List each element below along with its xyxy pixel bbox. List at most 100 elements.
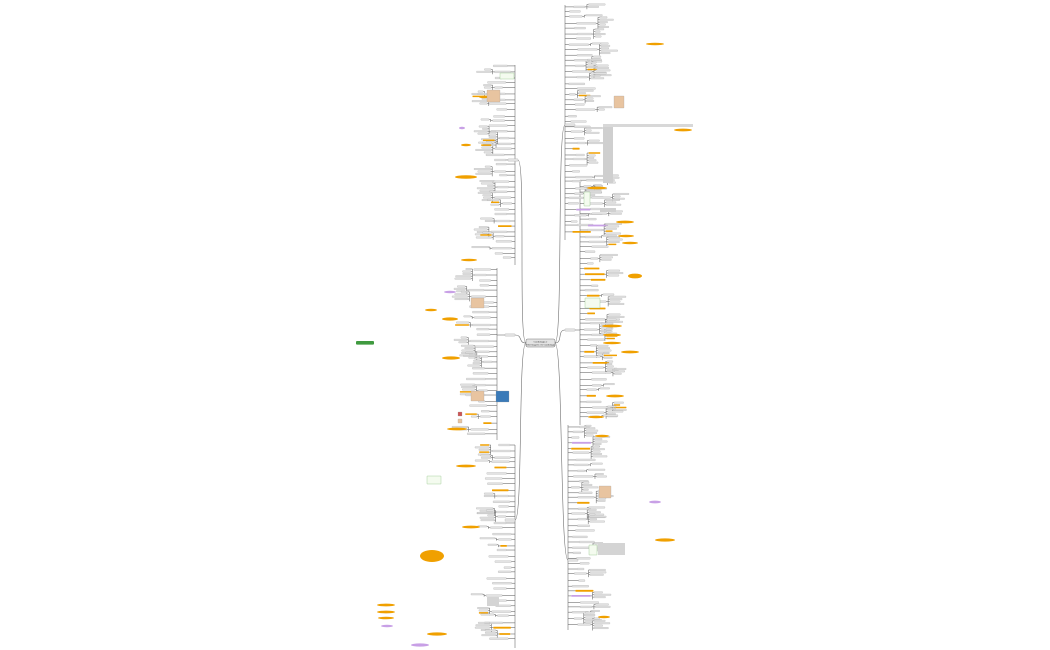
subtopic-node[interactable] bbox=[587, 228, 603, 232]
child-node[interactable] bbox=[603, 414, 619, 417]
child-node[interactable] bbox=[478, 609, 489, 612]
highlight-topic-orange[interactable] bbox=[478, 612, 489, 614]
subtopic-node[interactable] bbox=[586, 179, 606, 182]
highlight-topic-purple[interactable] bbox=[444, 290, 456, 294]
child-node[interactable] bbox=[605, 199, 620, 201]
child-node[interactable] bbox=[480, 217, 493, 220]
child-node[interactable] bbox=[481, 146, 492, 149]
highlight-topic-orange[interactable] bbox=[425, 308, 437, 312]
highlight-topic-orange[interactable] bbox=[590, 278, 606, 281]
subtopic-node[interactable] bbox=[466, 377, 486, 381]
child-node[interactable] bbox=[594, 438, 603, 441]
subtopic-node[interactable] bbox=[580, 605, 593, 608]
subtopic-node[interactable] bbox=[590, 344, 598, 347]
child-node[interactable] bbox=[585, 611, 595, 614]
subtopic-node[interactable] bbox=[570, 130, 583, 133]
subtopic-node[interactable] bbox=[591, 371, 612, 374]
child-node[interactable] bbox=[588, 139, 600, 142]
subtopic-node[interactable] bbox=[583, 355, 601, 358]
subtopic-node[interactable] bbox=[577, 524, 590, 527]
child-node[interactable] bbox=[596, 475, 607, 478]
subtopic-node[interactable] bbox=[576, 22, 597, 25]
subtopic-node[interactable] bbox=[467, 432, 486, 435]
subtopic-node[interactable] bbox=[492, 582, 512, 585]
child-node[interactable] bbox=[465, 268, 472, 270]
subtopic-node[interactable] bbox=[493, 115, 505, 118]
highlight-topic-orange[interactable] bbox=[603, 333, 621, 337]
child-node[interactable] bbox=[606, 360, 614, 363]
child-node[interactable] bbox=[600, 322, 614, 325]
child-node[interactable] bbox=[486, 509, 495, 512]
child-node[interactable] bbox=[487, 514, 495, 517]
subtopic-node[interactable] bbox=[574, 214, 587, 217]
child-node[interactable] bbox=[608, 313, 621, 316]
highlight-topic-orange[interactable] bbox=[461, 258, 477, 262]
highlight-topic-orange[interactable] bbox=[378, 616, 394, 620]
subtopic-node[interactable] bbox=[494, 170, 506, 173]
child-node[interactable] bbox=[597, 344, 609, 347]
subtopic-node[interactable] bbox=[498, 505, 509, 508]
child-node[interactable] bbox=[595, 35, 602, 38]
subtopic-node[interactable] bbox=[476, 328, 490, 331]
subtopic-node[interactable] bbox=[493, 587, 507, 590]
child-node[interactable] bbox=[585, 429, 599, 432]
child-node[interactable] bbox=[482, 231, 492, 234]
subtopic-node[interactable] bbox=[577, 496, 595, 499]
subtopic-node[interactable] bbox=[502, 256, 512, 259]
subtopic-node[interactable] bbox=[567, 202, 579, 205]
child-node[interactable] bbox=[487, 543, 497, 546]
highlight-topic-orange[interactable] bbox=[483, 422, 492, 424]
floating-topic[interactable] bbox=[356, 341, 374, 345]
highlight-topic-orange[interactable] bbox=[622, 241, 638, 245]
subtopic-node[interactable] bbox=[486, 472, 507, 475]
child-node[interactable] bbox=[588, 159, 597, 162]
subtopic-node[interactable] bbox=[494, 158, 507, 162]
highlight-topic-orange[interactable] bbox=[577, 501, 590, 504]
child-node[interactable] bbox=[614, 372, 622, 375]
note-box[interactable] bbox=[588, 544, 598, 556]
child-node[interactable] bbox=[462, 388, 475, 391]
child-node[interactable] bbox=[601, 254, 618, 256]
child-node[interactable] bbox=[482, 127, 488, 130]
child-node[interactable] bbox=[483, 151, 492, 154]
child-node[interactable] bbox=[606, 365, 614, 368]
child-node[interactable] bbox=[588, 3, 606, 6]
subtopic-node[interactable] bbox=[571, 436, 580, 439]
highlight-topic-orange[interactable] bbox=[493, 626, 511, 629]
subtopic-node[interactable] bbox=[577, 87, 596, 90]
child-node[interactable] bbox=[583, 481, 590, 484]
child-node[interactable] bbox=[454, 277, 472, 280]
child-node[interactable] bbox=[465, 351, 476, 354]
note-box[interactable] bbox=[426, 475, 442, 485]
highlight-topic-orange[interactable] bbox=[481, 144, 492, 146]
child-node[interactable] bbox=[600, 44, 611, 47]
child-node[interactable] bbox=[477, 132, 488, 135]
child-node[interactable] bbox=[589, 573, 604, 576]
subtopic-node[interactable] bbox=[476, 350, 490, 353]
child-node[interactable] bbox=[605, 225, 620, 228]
subtopic-node[interactable] bbox=[499, 137, 510, 140]
subtopic-node[interactable] bbox=[584, 235, 600, 239]
child-node[interactable] bbox=[454, 293, 468, 296]
child-node[interactable] bbox=[585, 616, 595, 619]
child-node[interactable] bbox=[471, 415, 477, 418]
highlight-topic-orange[interactable] bbox=[584, 267, 600, 270]
child-node[interactable] bbox=[487, 184, 494, 187]
child-node[interactable] bbox=[585, 129, 592, 132]
child-node[interactable] bbox=[476, 187, 494, 190]
child-node[interactable] bbox=[479, 516, 495, 519]
summary-panel[interactable] bbox=[487, 597, 499, 606]
highlight-topic-orange[interactable] bbox=[598, 615, 610, 619]
child-node[interactable] bbox=[605, 203, 622, 206]
child-node[interactable] bbox=[463, 355, 481, 357]
highlight-topic-purple[interactable] bbox=[576, 208, 591, 211]
subtopic-node[interactable] bbox=[584, 250, 596, 253]
child-node[interactable] bbox=[607, 269, 620, 272]
highlight-topic-orange[interactable] bbox=[482, 139, 495, 142]
child-node[interactable] bbox=[593, 627, 609, 629]
child-node[interactable] bbox=[588, 156, 595, 159]
child-node[interactable] bbox=[587, 61, 597, 64]
subtopic-node[interactable] bbox=[586, 388, 597, 391]
subtopic-node[interactable] bbox=[574, 192, 584, 195]
child-node[interactable] bbox=[607, 405, 617, 408]
